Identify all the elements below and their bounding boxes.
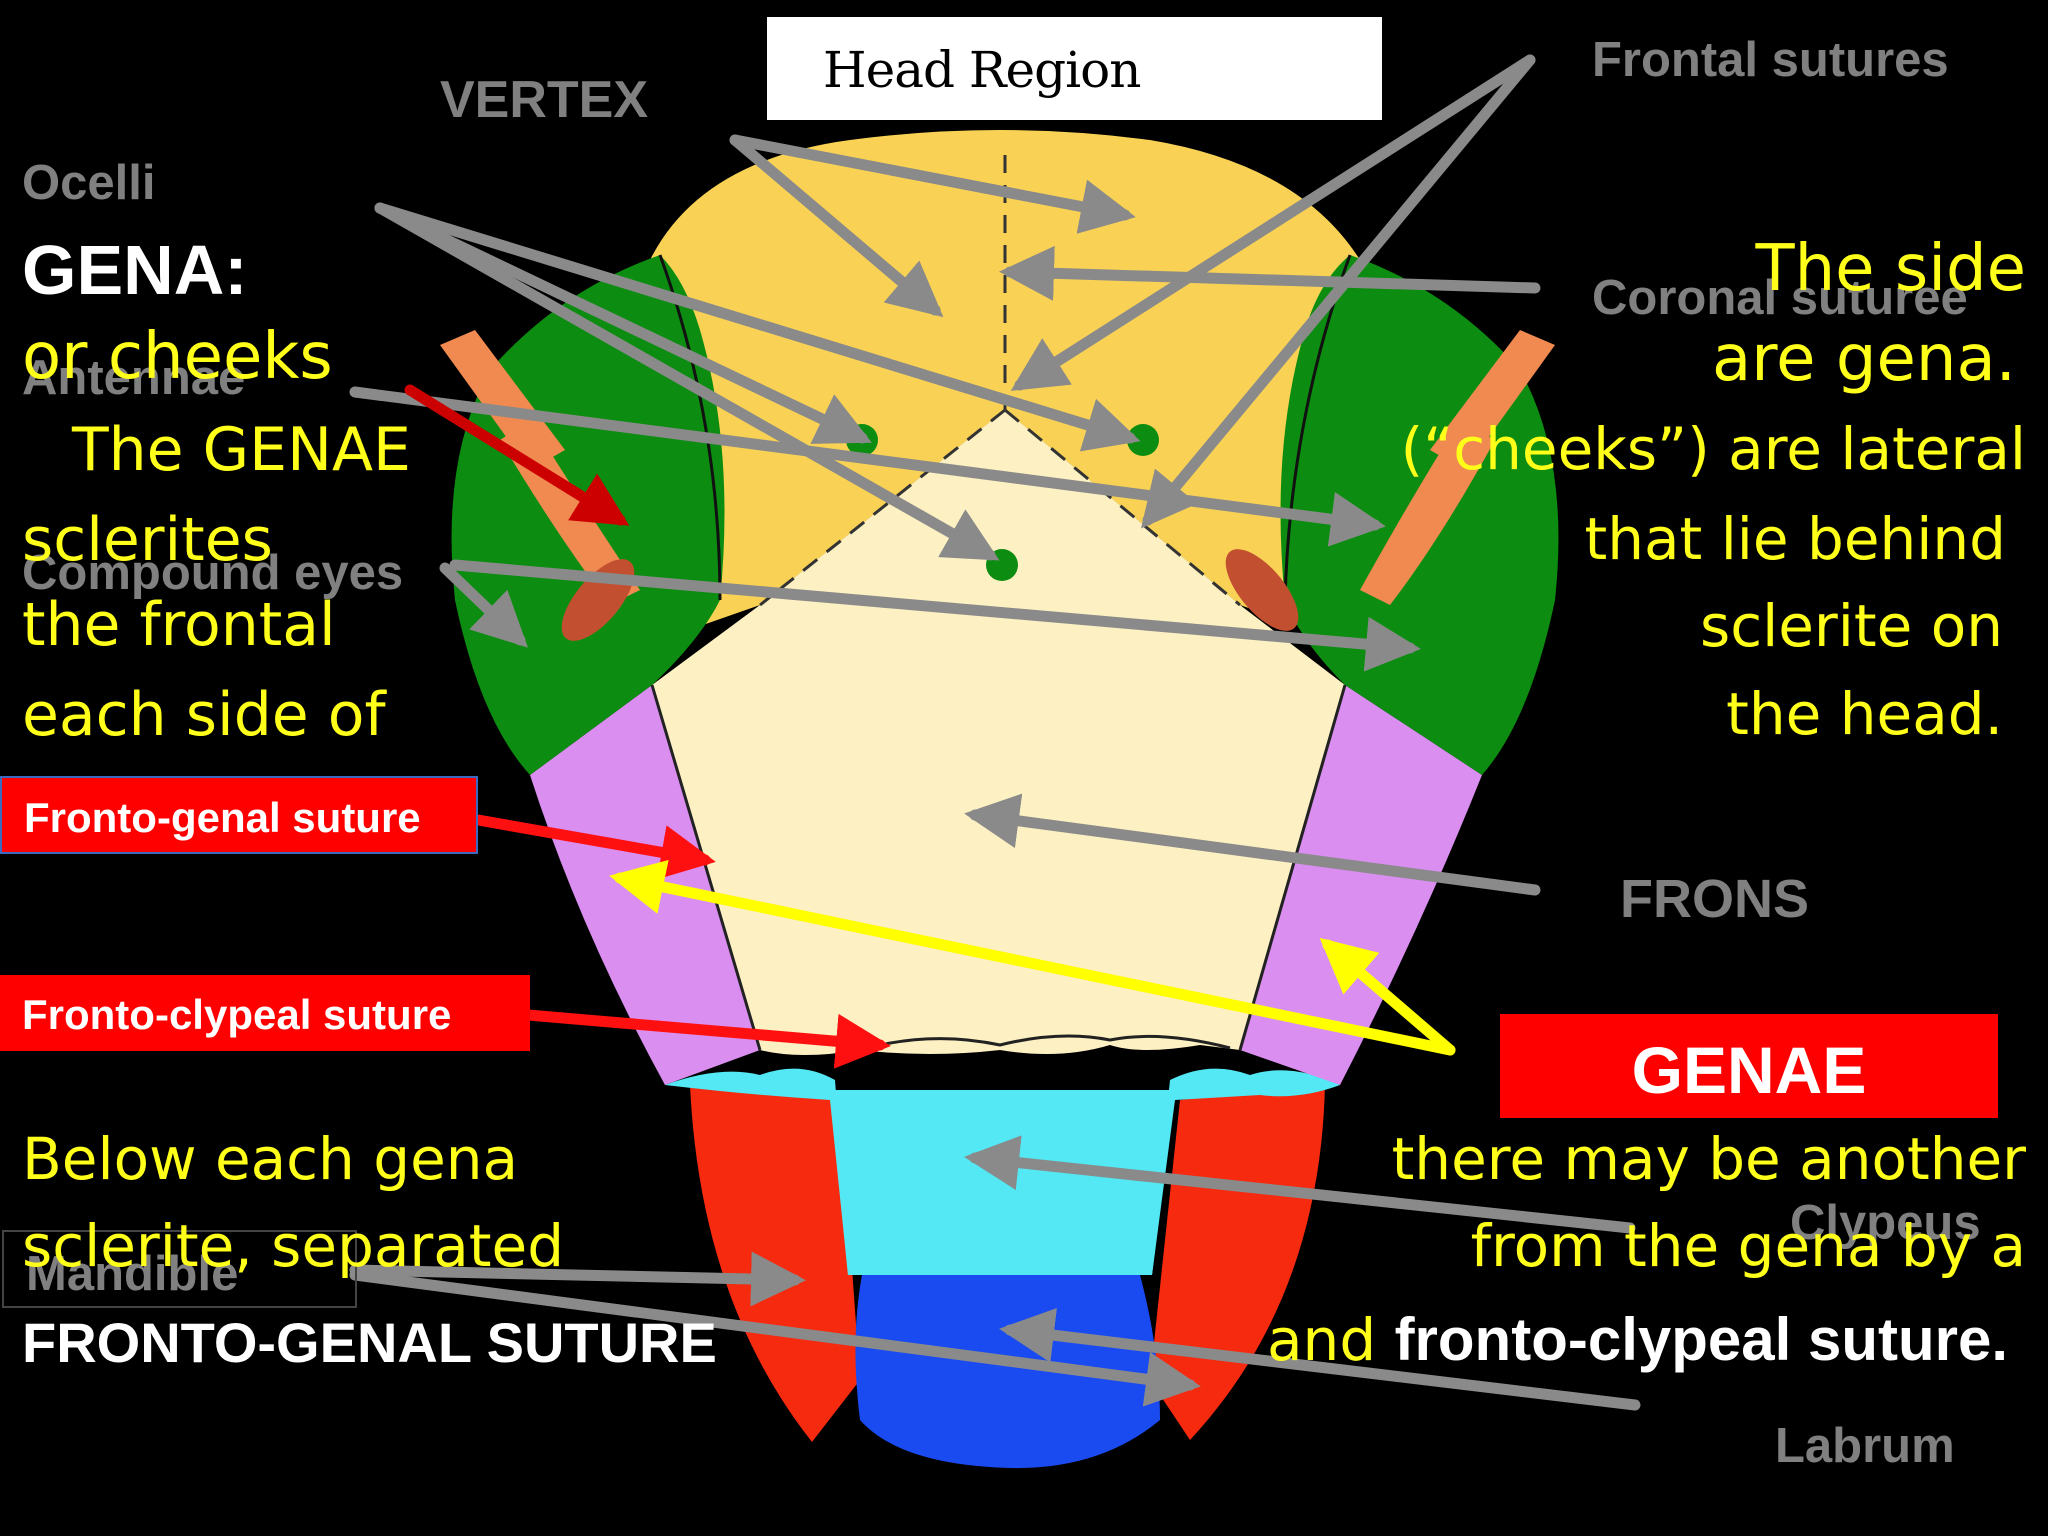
left-line-4: the frontal — [22, 590, 336, 660]
labrum — [855, 1275, 1160, 1469]
label-frons: FRONS — [1620, 869, 1809, 929]
right-line-5: sclerite on — [1700, 592, 2003, 660]
bottom-left-line-2: sclerite, separated — [22, 1212, 565, 1280]
right-line-3: (“cheeks”) are lateral — [1400, 415, 2026, 483]
label-antennae: Antennae — [22, 351, 246, 405]
label-vertex: VERTEX — [440, 71, 649, 129]
bottom-right-line-3: and fronto-clypeal suture. — [1267, 1305, 2008, 1374]
bottom-right-line-2: from the gena by a — [1470, 1212, 2026, 1280]
right-line-6: the head. — [1726, 680, 2003, 748]
right-line-4: that lie behind — [1584, 505, 2006, 573]
label-frontal-sutures: Frontal sutures — [1592, 33, 1949, 87]
page-title: Head Region — [823, 41, 1141, 99]
label-mandible: Mandible — [2, 1230, 357, 1308]
label-clypeus: Clypeus — [1790, 1196, 1981, 1250]
label-ocelli: Ocelli — [22, 156, 156, 210]
left-line-3: sclerites — [22, 505, 273, 575]
left-heading: GENA: — [22, 231, 248, 309]
left-line-2: The GENAE — [72, 415, 411, 485]
title-box: Head Region — [767, 17, 1382, 120]
label-fronto-genal-suture: Fronto-genal suture — [0, 776, 478, 854]
left-line-1: or cheeks — [22, 320, 333, 394]
bottom-right-line-3-bold: fronto-clypeal suture. — [1394, 1306, 2008, 1373]
bottom-left-line-3: FRONTO-GENAL SUTURE — [22, 1311, 717, 1374]
bottom-left-line-1: Below each gena — [22, 1125, 519, 1193]
left-line-5: each side of — [22, 680, 386, 750]
label-coronal-suture: Coronal suturee — [1592, 271, 1968, 325]
gena-right — [1240, 685, 1482, 1085]
bottom-right-line-3-prefix: and — [1267, 1306, 1377, 1374]
label-compound-eyes: Compound eyes — [22, 546, 404, 600]
label-labrum: Labrum — [1775, 1419, 1955, 1473]
label-genae: GENAE — [1500, 1014, 1998, 1118]
right-line-1: The side — [1755, 232, 2027, 306]
right-line-2: are gena. — [1712, 322, 2016, 396]
label-fronto-clypeal-suture: Fronto-clypeal suture — [0, 975, 530, 1051]
bottom-right-line-1: there may be another — [1391, 1125, 2026, 1193]
